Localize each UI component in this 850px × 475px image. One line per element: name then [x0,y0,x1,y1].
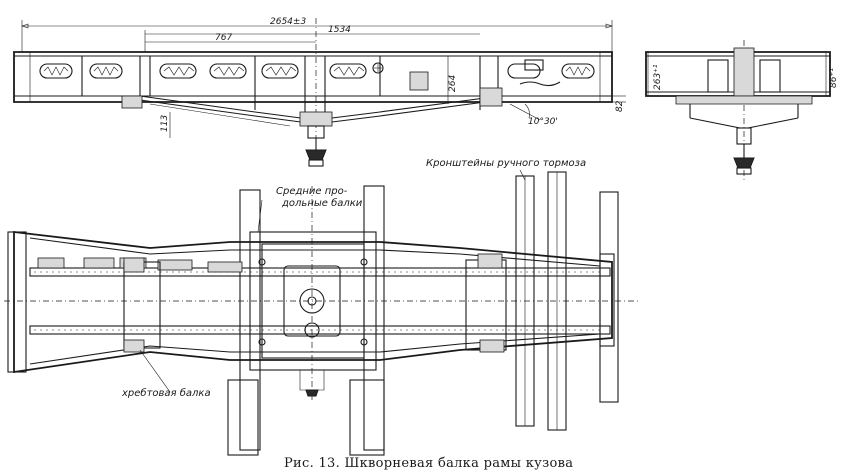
middle-beams-label-line1: Средние про- [276,186,348,197]
middle-beams-label-line2: дольные балки [281,197,363,209]
side-elevation-view: 2654±3 1534 767 [13,17,626,167]
dimension-1534: 1534 [328,25,351,35]
dimension-82: 82 [615,100,625,112]
plan-view [4,169,640,456]
angle-dimension: 10°30' [528,117,558,127]
overall-length-dimension: 2654±3 [270,17,306,27]
end-view: 263⁺¹ 86⁺¹ [645,40,839,180]
hand-brake-brackets-label: Кронштейны ручного тормоза [426,158,586,169]
dimension-264: 264 [448,75,458,92]
end-view-height: 86⁺¹ [829,68,839,88]
dimension-767: 767 [215,33,232,43]
figure-caption: Рис. 13. Шкворневая балка рамы кузова [284,456,573,471]
dimension-113: 113 [160,115,170,132]
center-sill-label: хребтовая балка [121,387,211,399]
end-view-height-left: 263⁺¹ [653,64,663,90]
beam-slots [39,63,595,79]
